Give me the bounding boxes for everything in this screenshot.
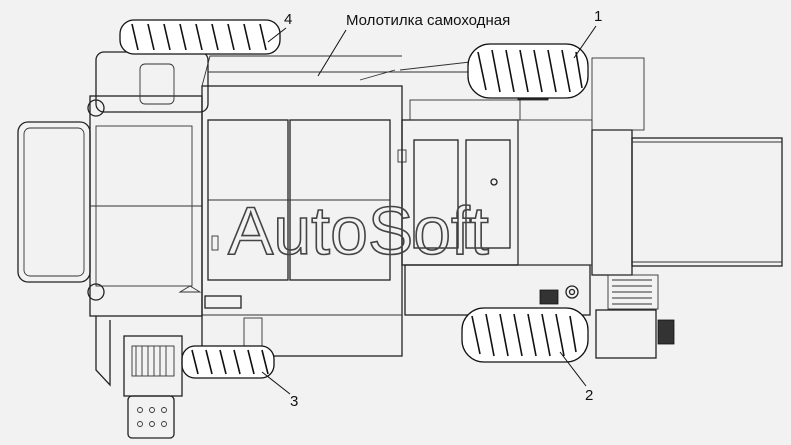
title-leader-line — [317, 29, 347, 77]
watermark: AutoSoft — [228, 193, 489, 269]
callout-1-leader — [573, 25, 597, 59]
front-left-wheel — [461, 307, 589, 363]
callout-2-leader — [559, 351, 587, 387]
cab-section — [17, 51, 209, 387]
callout-4: 4 — [284, 11, 292, 28]
rear-right-wheel — [119, 19, 281, 55]
callout-2: 2 — [585, 387, 593, 404]
hitch-assembly — [123, 335, 183, 439]
callout-3-leader — [261, 371, 291, 395]
rear-section — [359, 57, 783, 359]
callout-4-leader — [267, 27, 287, 43]
diagram-title: Молотилка самоходная — [346, 12, 510, 29]
rear-left-wheel — [181, 345, 275, 379]
callout-3: 3 — [290, 393, 298, 410]
callout-1: 1 — [594, 8, 602, 25]
front-right-wheel — [467, 43, 589, 99]
